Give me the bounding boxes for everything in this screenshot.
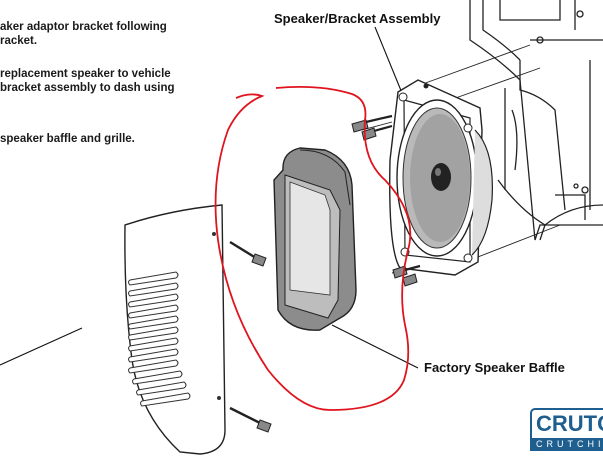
- label-speaker-bracket-assembly: Speaker/Bracket Assembly: [274, 11, 441, 26]
- logo-box: CRUTC: [530, 408, 603, 440]
- grille-slot: [136, 381, 187, 396]
- grille-slot: [132, 370, 183, 385]
- grille-slots: [128, 271, 191, 407]
- instruction-step-b-line2: bracket assembly to dash using: [0, 81, 175, 95]
- instruction-step-a-line1: aker adaptor bracket following: [0, 21, 167, 33]
- logo-word: CRUTC: [536, 411, 603, 436]
- instruction-step-b-rest: to dash using: [96, 82, 175, 94]
- grille-slot: [128, 359, 179, 374]
- instruction-step-c: speaker baffle and grille.: [0, 132, 135, 146]
- grille-slot: [128, 348, 179, 363]
- speaker-bracket-assembly: [389, 79, 493, 276]
- grille-slot: [128, 326, 179, 341]
- grille-slot: [128, 271, 179, 286]
- instruction-step-a-line2: racket.: [0, 35, 38, 47]
- logo-sub: CRUTCHI: [530, 438, 603, 451]
- grille-screws: [229, 240, 272, 433]
- grille-slot: [128, 304, 179, 319]
- instruction-step-c-line1: speaker baffle and grille.: [0, 133, 135, 145]
- crutchfield-logo: CRUTC CRUTCHI: [530, 408, 603, 452]
- grille-slot: [140, 392, 191, 407]
- leader-lines: [0, 26, 419, 369]
- alignment-lines: [361, 44, 561, 274]
- instruction-step-b: replacement speaker to vehicle bracket a…: [0, 67, 175, 95]
- grille-slot: [128, 315, 179, 330]
- grille-slot: [128, 282, 179, 297]
- red-annotation-circle: [214, 85, 412, 411]
- grille-slot: [128, 293, 179, 308]
- grille-slot: [128, 337, 179, 352]
- instruction-step-b-bold: bracket assembly: [0, 82, 97, 94]
- instruction-step-b-line1: replacement speaker to vehicle: [0, 68, 171, 80]
- label-factory-speaker-baffle: Factory Speaker Baffle: [424, 360, 565, 375]
- instruction-step-a: aker adaptor bracket following racket.: [0, 20, 167, 48]
- dash-housing: [469, 0, 603, 241]
- factory-speaker-baffle: [273, 147, 357, 331]
